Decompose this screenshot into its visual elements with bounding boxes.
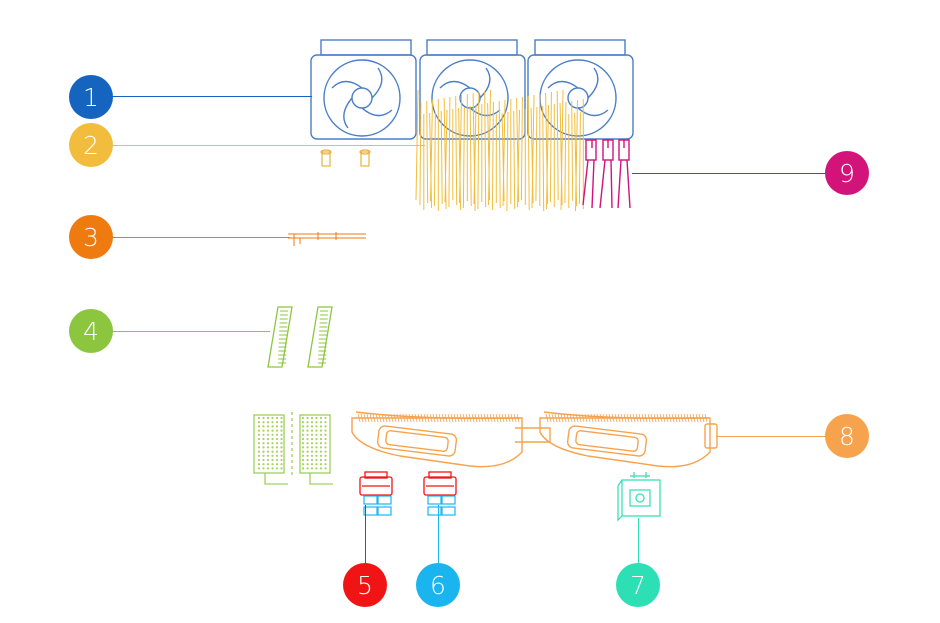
callout-7: 7 [616,563,660,607]
leader-line-7 [638,518,639,583]
callout-5: 5 [343,563,387,607]
socket-icon [423,471,457,496]
connector-pin-rows [277,310,328,364]
edge-connector-icon [267,306,333,368]
callout-4: 4 [69,309,113,353]
connector-block-icon [253,412,333,485]
callout-6: 6 [416,563,460,607]
leader-line-3 [100,237,290,238]
leader-line-2 [100,145,425,146]
chassis-top-ribs [357,413,708,423]
module-board-icon [617,472,661,522]
wire-bundle-icon [415,89,584,212]
leader-line-9 [632,173,846,174]
socket-icon [359,471,393,496]
callout-1: 1 [69,75,113,119]
power-cable-icon [582,139,631,209]
callout-8: 8 [825,414,869,458]
leader-line-6 [438,505,439,583]
cooling-fan-icon [310,39,634,140]
cyan-latch-icon [363,495,392,516]
cyan-latch-icon [427,495,456,516]
thin-bracket-icon [288,232,366,246]
standoff-icon [320,149,371,167]
leader-line-4 [100,331,270,332]
callout-9: 9 [825,151,869,195]
leader-line-5 [365,505,366,583]
callout-2: 2 [69,123,113,167]
leader-line-1 [100,96,312,97]
chassis-housing-icon [351,411,718,468]
connector-block-pins [257,416,327,470]
callout-3: 3 [69,215,113,259]
leader-line-8 [716,436,846,437]
